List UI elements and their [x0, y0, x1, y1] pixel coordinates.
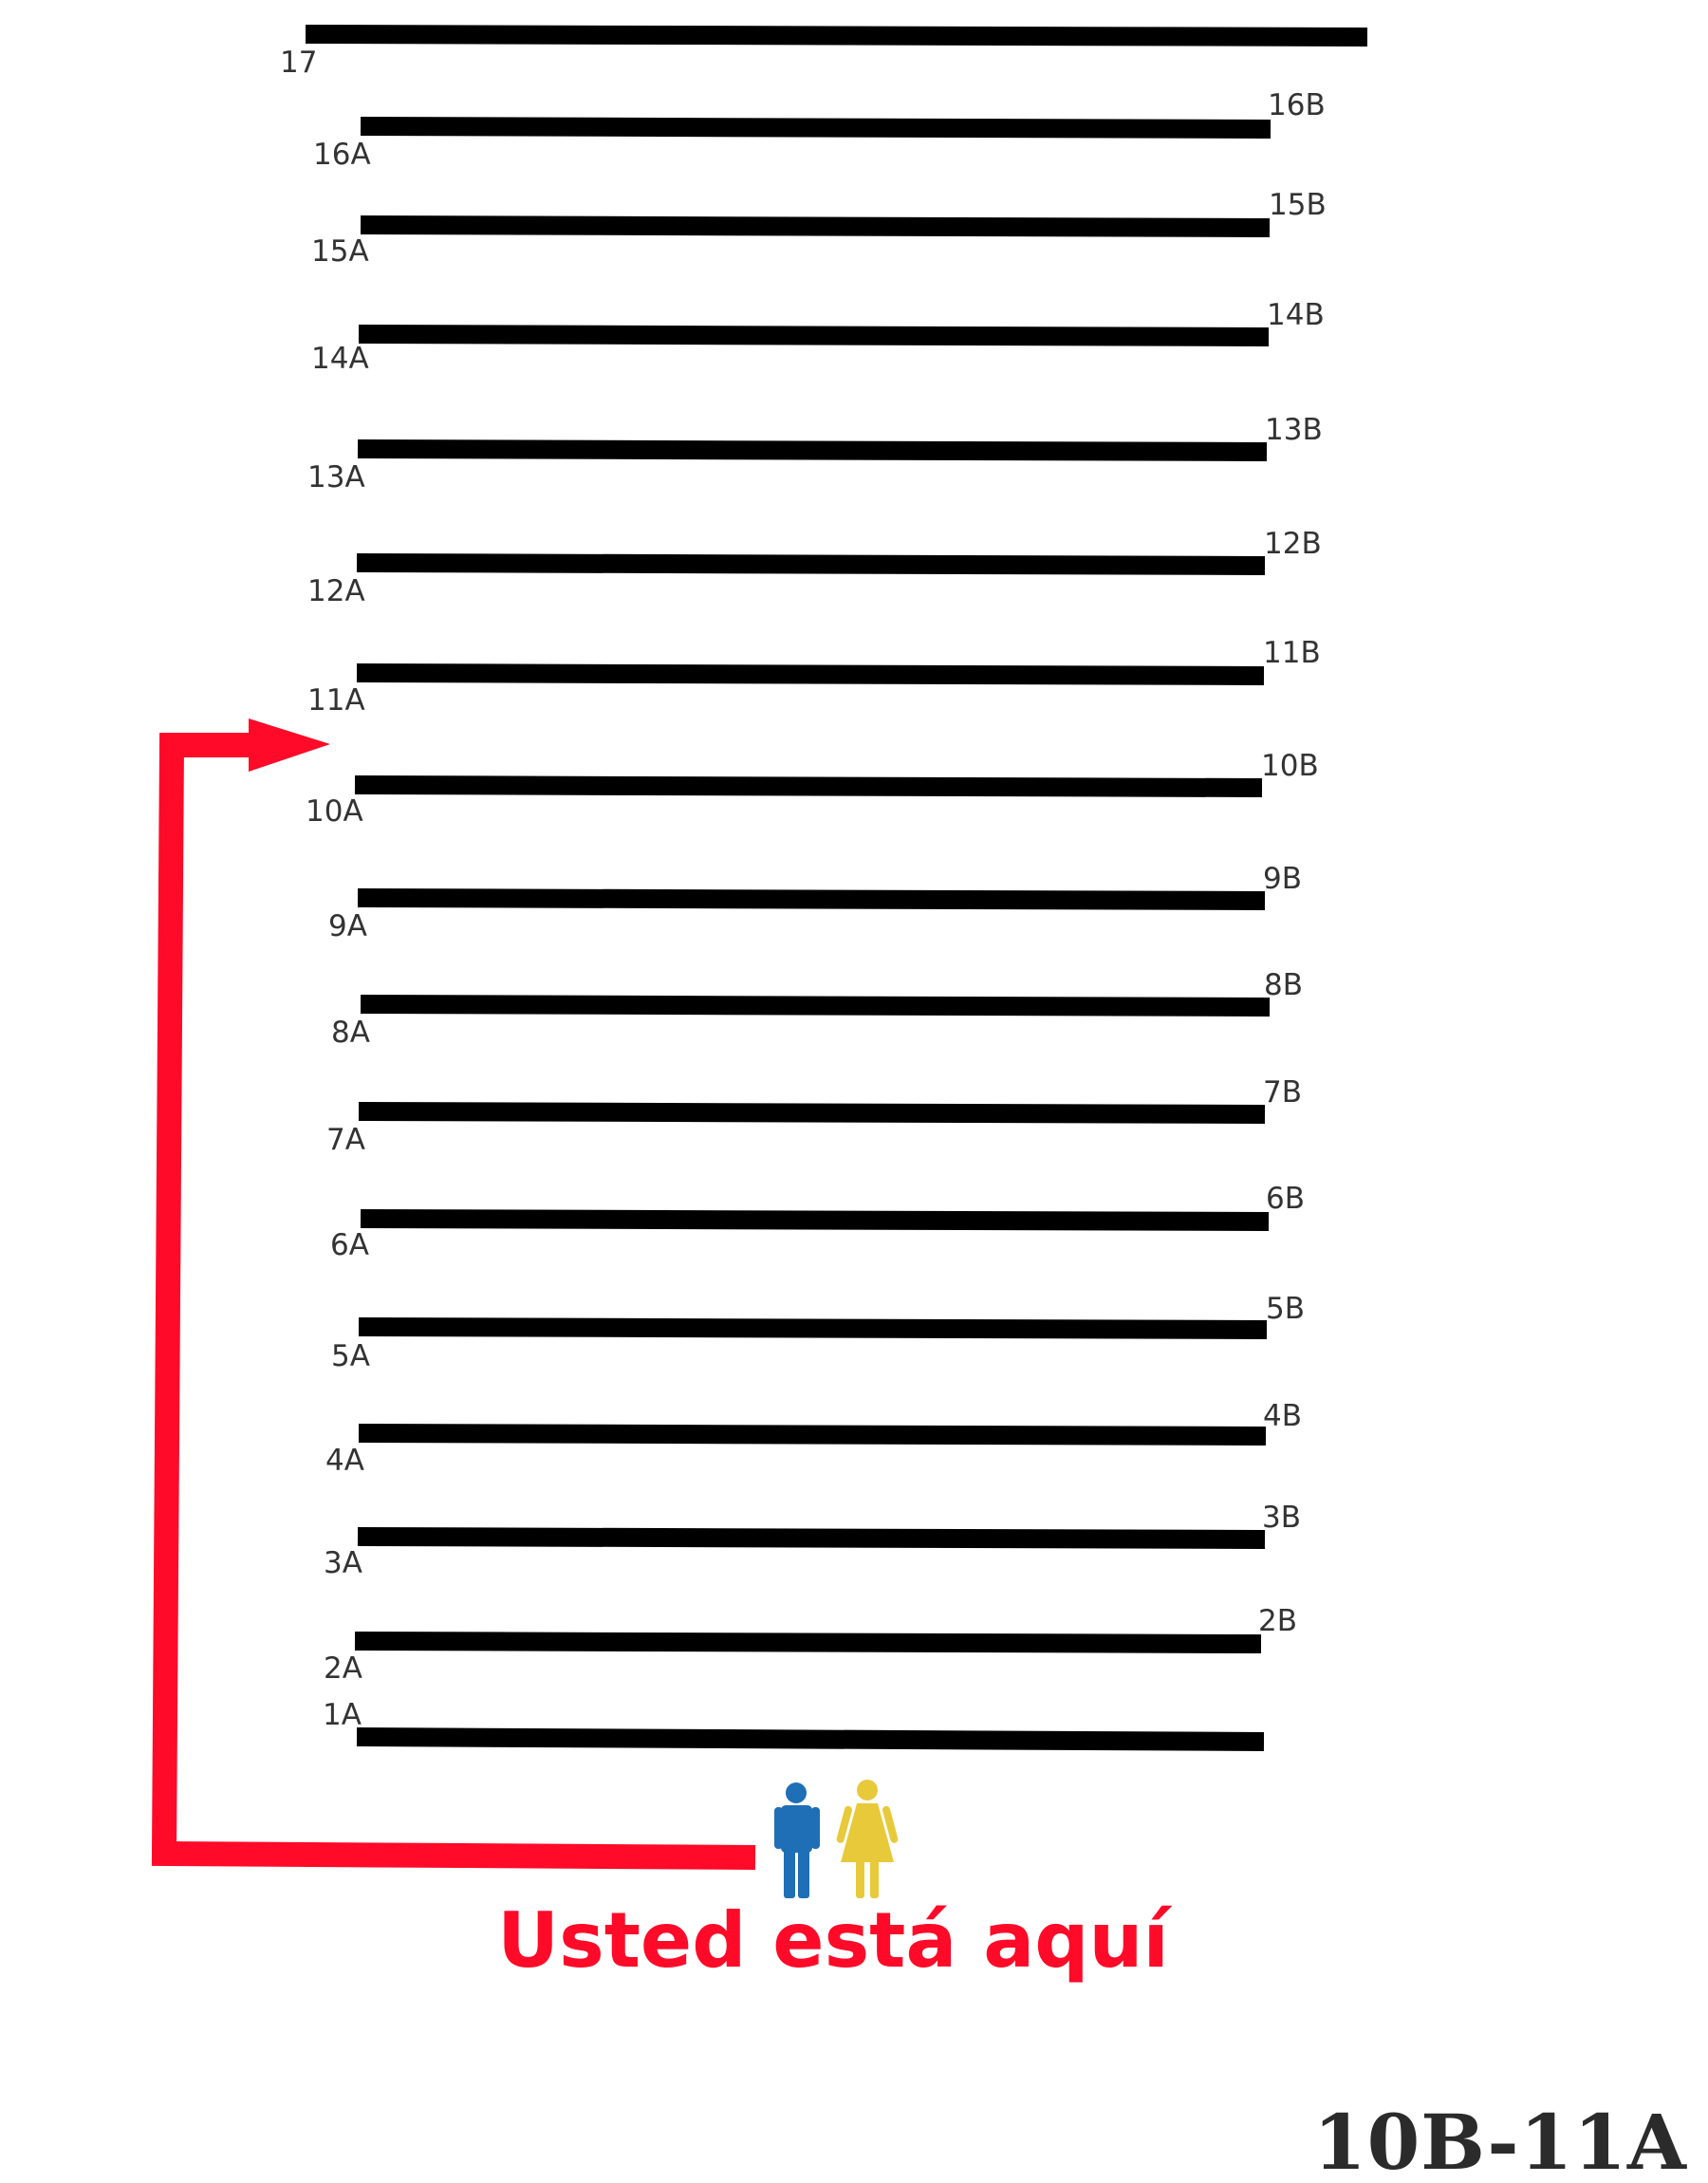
aisle-label-11A: 11A	[307, 683, 365, 718]
aisle-label-2B: 2B	[1258, 1604, 1297, 1638]
you-are-here-label: Usted está aquí	[497, 1896, 1172, 1985]
aisle-label-15B: 15B	[1269, 188, 1327, 222]
aisle-label-14A: 14A	[311, 342, 369, 376]
aisle-label-9A: 9A	[328, 909, 367, 943]
aisle-label-4B: 4B	[1263, 1399, 1302, 1433]
aisle-label-10B: 10B	[1261, 749, 1319, 783]
aisle-label-1A: 1A	[323, 1698, 362, 1732]
aisle-label-5A: 5A	[331, 1339, 370, 1373]
aisle-line-7	[358, 1102, 1266, 1124]
aisle-line-16	[360, 117, 1272, 139]
aisle-label-3B: 3B	[1262, 1501, 1301, 1535]
aisle-line-14	[358, 325, 1270, 346]
route-arrow	[151, 718, 756, 1870]
aisle-line-12	[356, 553, 1266, 575]
aisle-label-7B: 7B	[1263, 1075, 1302, 1110]
aisle-labels: 17 16A 16B 15A 15B 14A 14B 13A 13B 12A 12B 11A 11B 10…	[280, 46, 1327, 1732]
aisle-label-17: 17	[280, 46, 317, 80]
aisle-line-6	[360, 1209, 1270, 1231]
aisle-label-8A: 8A	[331, 1016, 370, 1050]
aisle-line-4	[358, 1424, 1267, 1446]
aisle-line-3	[357, 1527, 1266, 1549]
aisle-line-5	[358, 1317, 1268, 1339]
aisle-label-8B: 8B	[1264, 968, 1303, 1002]
aisle-label-5B: 5B	[1266, 1292, 1305, 1326]
aisle-line-15	[360, 215, 1271, 237]
aisle-line-2	[354, 1632, 1262, 1653]
aisle-label-6B: 6B	[1266, 1182, 1305, 1216]
aisle-label-2A: 2A	[324, 1651, 362, 1686]
aisle-line-1	[356, 1727, 1265, 1751]
aisle-label-12B: 12B	[1264, 527, 1322, 561]
aisle-label-13A: 13A	[307, 460, 365, 494]
aisle-line-17	[305, 25, 1368, 47]
aisle-label-14B: 14B	[1267, 298, 1325, 332]
woman-icon	[836, 1780, 899, 1898]
aisle-lines	[305, 25, 1368, 1751]
aisle-label-16B: 16B	[1268, 88, 1326, 122]
man-icon	[774, 1782, 820, 1898]
aisle-line-13	[357, 439, 1268, 461]
location-code: 10B-11A	[1313, 2098, 1687, 2183]
aisle-label-15A: 15A	[311, 234, 369, 269]
aisle-line-11	[356, 663, 1265, 685]
aisle-label-13B: 13B	[1265, 413, 1323, 447]
route-arrowhead	[249, 718, 330, 772]
aisle-label-11B: 11B	[1263, 636, 1321, 670]
aisle-label-7A: 7A	[326, 1123, 365, 1157]
aisle-label-9B: 9B	[1263, 862, 1302, 896]
aisle-line-9	[357, 888, 1266, 910]
aisle-label-12A: 12A	[307, 574, 365, 608]
aisle-label-3A: 3A	[324, 1546, 362, 1580]
aisle-label-10A: 10A	[306, 794, 363, 829]
aisle-line-8	[360, 995, 1271, 1017]
aisle-line-10	[354, 775, 1263, 797]
aisle-label-16A: 16A	[313, 138, 371, 172]
aisle-label-4A: 4A	[325, 1444, 364, 1478]
route-path	[151, 733, 756, 1870]
aisle-label-6A: 6A	[330, 1228, 369, 1262]
